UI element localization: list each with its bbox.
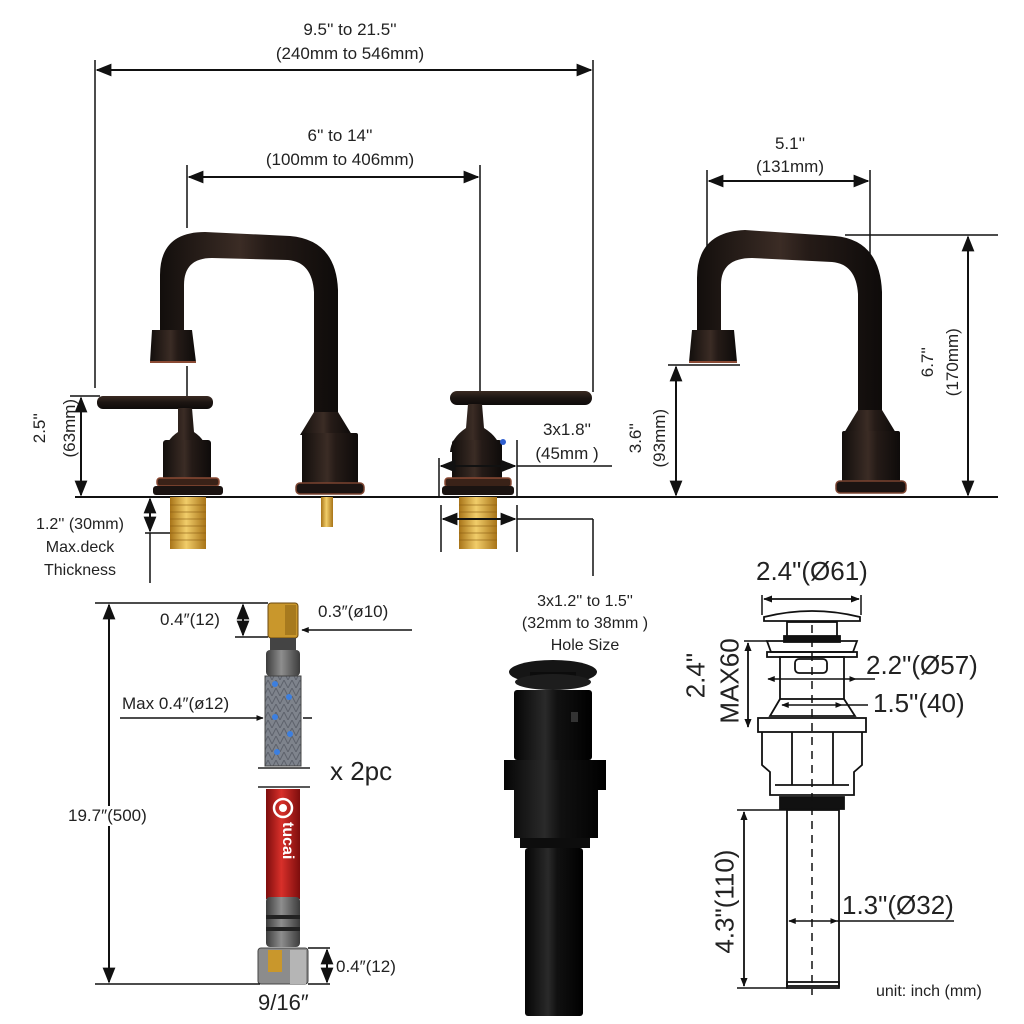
spout-height-mm-label: (93mm): [649, 408, 669, 468]
handle-height-dimension: [70, 395, 100, 497]
spout-height-dimension: [668, 364, 740, 497]
hole-size-label-1: 3x1.2'' to 1.5'': [537, 593, 633, 610]
drain-max-height-mm-label: MAX60: [714, 638, 745, 724]
deck-thickness-label-3: Thickness: [43, 562, 117, 579]
handle-spread-mm-label: (100mm to 406mm): [265, 150, 415, 169]
overall-width-inch-label: 9.5'' to 21.5'': [303, 20, 397, 39]
drain-line-drawing: [757, 610, 867, 995]
spout-reach-mm-label: (131mm): [755, 157, 824, 176]
hose-length-label: 19.7″(500): [68, 806, 147, 827]
spout-reach-inch-label: 5.1'': [774, 134, 806, 153]
drain-body-diameter-label: 1.5"(40): [873, 688, 965, 718]
hose-dimensions: [95, 602, 412, 985]
total-height-dimension: [845, 234, 998, 497]
unit-note: unit: inch (mm): [876, 983, 982, 1000]
left-handle: [97, 396, 223, 549]
hose-brand-text: tucai: [279, 822, 296, 859]
hole-size-label-2: (32mm to 38mm ): [521, 615, 649, 632]
hose-top-nut-height-label: 0.4″(12): [160, 610, 220, 629]
center-spout: [150, 232, 365, 527]
drain-max-height-inch-label: 2.4": [680, 652, 711, 699]
side-spout: [689, 230, 907, 494]
base-diameter-mm-label: (45mm ): [535, 444, 599, 463]
base-diameter-dimension: [438, 440, 612, 497]
drain-tail-diameter-label: 1.3"(Ø32): [842, 890, 954, 920]
overall-width-mm-label: (240mm to 546mm): [275, 44, 425, 63]
pop-up-drain: [504, 660, 606, 1016]
spout-height-inch-label: 3.6'': [625, 423, 645, 454]
drain-cap-diameter-label: 2.4"(Ø61): [756, 556, 868, 586]
hose-diameter-label: Max 0.4″(ø12): [122, 694, 230, 713]
drain-flange-diameter-label: 2.2"(Ø57): [866, 650, 978, 680]
drain-dimensions: [737, 595, 954, 989]
overall-width-dimension: [94, 60, 594, 392]
deck-thickness-label-1: 1.2'' (30mm): [36, 516, 124, 533]
handle-height-mm-label: (63mm): [59, 398, 79, 458]
spout-reach-dimension: [706, 170, 871, 254]
handle-height-inch-label: 2.5'': [29, 413, 49, 444]
hose-quantity-label: x 2pc: [330, 756, 393, 786]
supply-hose: tucai: [257, 602, 310, 985]
drain-tail-length-label: 4.3"(110): [709, 849, 740, 954]
base-diameter-inch-label: 3x1.8'': [542, 420, 592, 439]
hole-size-dimension: [440, 505, 594, 576]
hose-bottom-nut-size-label: 9/16″: [258, 990, 309, 1015]
total-height-mm-label: (170mm): [942, 328, 962, 397]
handle-spread-inch-label: 6'' to 14'': [307, 126, 373, 145]
hose-top-thread-label: 0.3″(ø10): [318, 602, 389, 621]
hole-size-label-3: Hole Size: [550, 637, 620, 654]
deck-thickness-label-2: Max.deck: [45, 539, 115, 556]
hose-bottom-nut-height-label: 0.4″(12): [336, 957, 396, 976]
handle-spread-dimension: [186, 165, 481, 396]
total-height-inch-label: 6.7'': [917, 347, 937, 378]
